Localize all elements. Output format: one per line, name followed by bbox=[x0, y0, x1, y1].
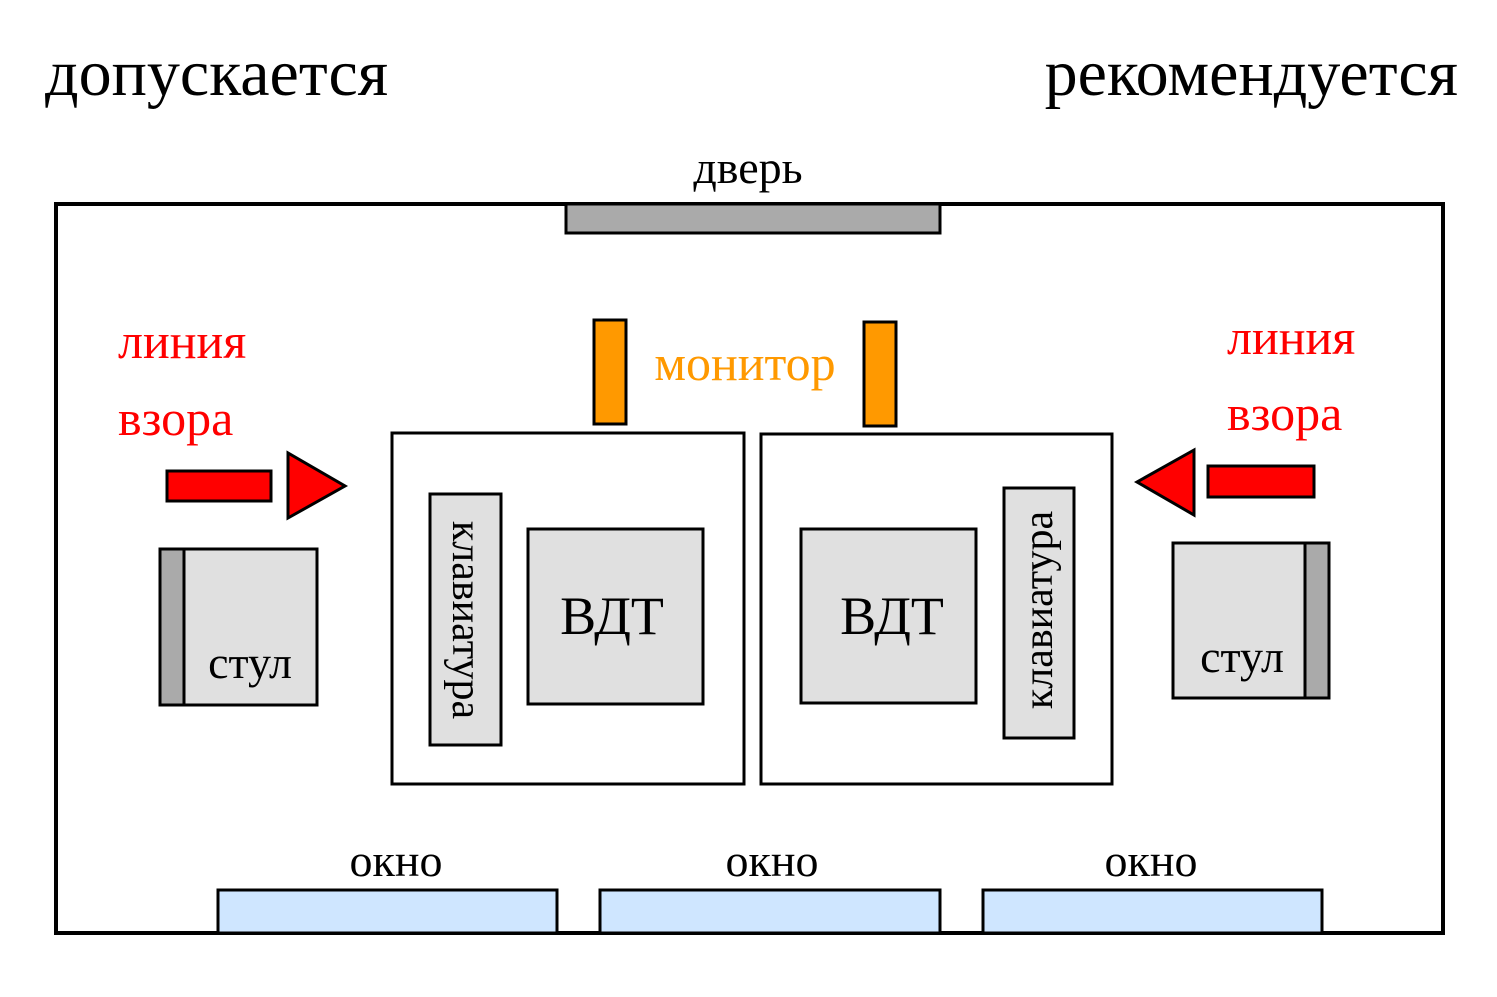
window-label-1: окно bbox=[350, 835, 443, 886]
gaze-label-right-line2: взора bbox=[1227, 385, 1342, 441]
chair-right-seat bbox=[1171, 541, 1331, 700]
chair-right-label: стул bbox=[1200, 631, 1284, 682]
chair-left-seat bbox=[158, 547, 319, 707]
gaze-arrow-right bbox=[1133, 447, 1316, 518]
door bbox=[564, 202, 942, 235]
monitor-label: монитор bbox=[654, 335, 835, 391]
gaze-arrow-right-shaft bbox=[1206, 464, 1316, 499]
window-1 bbox=[216, 888, 559, 935]
keyboard-left bbox=[428, 492, 503, 747]
monitor-arrow-left-shaft bbox=[592, 318, 628, 426]
gaze-arrow-left bbox=[165, 450, 349, 521]
keyboard-right-label: клавиатура bbox=[1016, 510, 1062, 709]
window-2 bbox=[598, 888, 942, 935]
chair-right-backrest bbox=[1303, 541, 1331, 700]
gaze-arrow-right-head bbox=[1133, 447, 1196, 518]
gaze-label-left-line2: взора bbox=[118, 390, 233, 446]
gaze-label-left-line1: линия bbox=[118, 313, 246, 369]
gaze-arrow-left-shaft bbox=[165, 469, 273, 503]
chair-left-backrest bbox=[158, 547, 186, 707]
screen-right-label: ВДТ bbox=[840, 586, 944, 646]
monitor-arrow-right-shaft bbox=[862, 320, 898, 428]
screen-left-label: ВДТ bbox=[560, 586, 664, 646]
chair-left: стул bbox=[158, 547, 319, 707]
window-label-2: окно bbox=[726, 835, 819, 886]
window-3 bbox=[981, 888, 1324, 935]
chair-right: стул bbox=[1171, 541, 1331, 700]
gaze-label-right-line1: линия bbox=[1227, 309, 1355, 365]
window-label-3: окно bbox=[1105, 835, 1198, 886]
door-label: дверь bbox=[693, 142, 802, 193]
gaze-arrow-left-head bbox=[286, 450, 349, 521]
caption-recommended: рекомендуется bbox=[1045, 37, 1458, 110]
caption-allowed: допускается bbox=[45, 37, 388, 110]
keyboard-left-label: клавиатура bbox=[443, 521, 489, 720]
chair-left-label: стул bbox=[208, 637, 292, 688]
keyboard-right bbox=[1002, 486, 1076, 740]
screen-right bbox=[799, 527, 978, 705]
screen-left bbox=[526, 527, 705, 706]
